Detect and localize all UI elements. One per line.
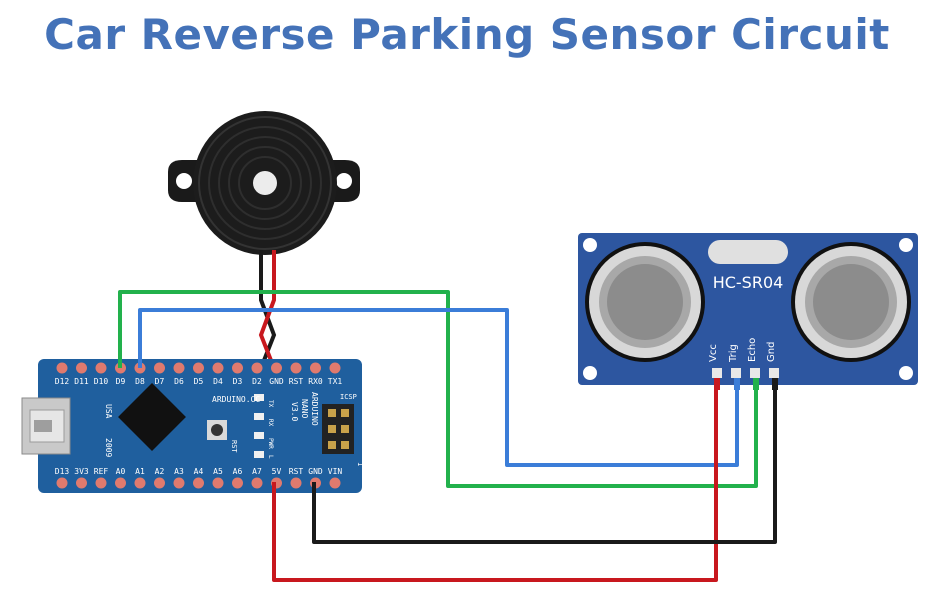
led-label-l: L: [267, 455, 274, 459]
wire-5v-vcc: [272, 385, 718, 582]
bottom-pin-pad-d13: [56, 477, 68, 489]
sensor-pin-vcc: Vcc: [708, 344, 719, 362]
bottom-pin-label-a2: A2: [155, 467, 165, 476]
bottom-pin-pad-a6: [232, 477, 243, 489]
bottom-pin-label-a7: A7: [252, 467, 262, 476]
top-pin-label-d9: D9: [116, 377, 126, 386]
top-pin-label-rx0: RX0: [308, 377, 323, 386]
wire-d9-echo: [118, 290, 758, 488]
top-pin-label-d3: D3: [233, 377, 243, 386]
bottom-pin-pad-ref: [95, 477, 107, 489]
bottom-pin-label-a6: A6: [233, 467, 243, 476]
top-pin-pad-gnd: [271, 362, 282, 374]
top-pin-label-d12: D12: [55, 377, 70, 386]
led-label-pwr: PWR: [267, 438, 274, 449]
bottom-pin-pad-a3: [173, 477, 185, 489]
top-pin-label-d7: D7: [155, 377, 165, 386]
piezo-buzzer-icon: [168, 111, 360, 255]
usa-label: USA: [104, 404, 113, 419]
wire-gnd-gnd: [312, 385, 777, 544]
top-pin-label-d6: D6: [174, 377, 184, 386]
bottom-pin-pad-vin: [329, 477, 341, 489]
sensor-pin-trig: Trig: [728, 344, 739, 363]
bottom-pin-pad-rst: [290, 477, 302, 489]
bottom-pin-label-gnd: GND: [308, 467, 323, 476]
top-pin-label-d11: D11: [74, 377, 89, 386]
top-pin-label-d10: D10: [94, 377, 109, 386]
bottom-pin-label-rst: RST: [289, 467, 304, 476]
microcontroller-chip: [118, 383, 186, 451]
top-pin-pad-rx0: [310, 362, 321, 374]
bottom-pin-label-a0: A0: [116, 467, 126, 476]
led-label-rx: RX: [267, 419, 274, 427]
board-brand: ARDUINO.CC: [212, 395, 260, 404]
top-pin-pad-d4: [212, 362, 224, 374]
bottom-pin-label-a1: A1: [135, 467, 145, 476]
top-pin-pad-d7: [154, 362, 165, 374]
icsp-header: [322, 404, 354, 454]
bottom-pin-label-3v3: 3V3: [74, 467, 89, 476]
bottom-pin-pad-a5: [212, 477, 224, 489]
bottom-pin-label-a5: A5: [213, 467, 223, 476]
top-pin-pad-d10: [95, 362, 107, 374]
sensor-pin-gnd: Gnd: [766, 342, 777, 362]
rst-label: RST: [230, 440, 238, 453]
top-pin-pad-d2: [251, 362, 263, 374]
wires: [118, 290, 777, 582]
diagram-title: Car Reverse Parking Sensor Circuit: [44, 10, 890, 59]
top-pin-label-d4: D4: [213, 377, 223, 386]
top-pin-pad-rst: [290, 362, 302, 374]
wire-d8-trig: [138, 308, 739, 467]
bottom-pin-label-ref: REF: [94, 467, 109, 476]
wire-ends: [714, 378, 778, 390]
bottom-pin-pad-a4: [193, 477, 204, 489]
bottom-pin-label-vin: VIN: [328, 467, 343, 476]
top-pin-pad-d11: [76, 362, 87, 374]
bottom-pin-pad-3v3: [76, 477, 87, 489]
top-pin-label-rst: RST: [289, 377, 304, 386]
top-pin-label-gnd: GND: [269, 377, 284, 386]
top-pin-label-d5: D5: [194, 377, 204, 386]
crystal-oscillator: [708, 240, 788, 264]
icsp-label: ICSP: [340, 393, 357, 401]
transducer-right: [791, 242, 911, 362]
bottom-pin-label-a4: A4: [194, 467, 204, 476]
year-label: 2009: [104, 438, 113, 457]
model-line-2: NANO: [300, 399, 309, 418]
transducer-left: [585, 242, 705, 362]
top-pin-label-d2: D2: [252, 377, 262, 386]
hc-sr04-sensor: HC-SR04 Vcc Trig Echo Gnd: [578, 233, 918, 385]
bottom-pin-label-d13: D13: [55, 467, 70, 476]
top-pin-pad-d6: [173, 362, 185, 374]
top-pin-pad-tx1: [329, 362, 341, 374]
bottom-pin-pad-a7: [251, 477, 263, 489]
top-pin-pad-d12: [56, 362, 68, 374]
bottom-pin-pad-a2: [154, 477, 165, 489]
bottom-pin-label-a3: A3: [174, 467, 184, 476]
led-label-tx: TX: [267, 400, 274, 408]
usb-connector: [21, 397, 71, 455]
model-line-1: ARDUINO: [310, 392, 319, 426]
model-line-3: V3.0: [290, 402, 299, 421]
bottom-pin-pad-a1: [134, 477, 146, 489]
sensor-pin-echo: Echo: [747, 338, 758, 362]
icsp-pin-one: 1: [356, 462, 364, 466]
top-pin-pad-d5: [193, 362, 204, 374]
sensor-model-label: HC-SR04: [713, 273, 784, 292]
bottom-pin-label-5v: 5V: [272, 467, 282, 476]
top-pin-label-tx1: TX1: [328, 377, 343, 386]
top-pin-pad-d3: [232, 362, 243, 374]
buzzer-leads: [258, 250, 277, 369]
bottom-pin-pad-a0: [115, 477, 126, 489]
top-pin-label-d8: D8: [135, 377, 145, 386]
